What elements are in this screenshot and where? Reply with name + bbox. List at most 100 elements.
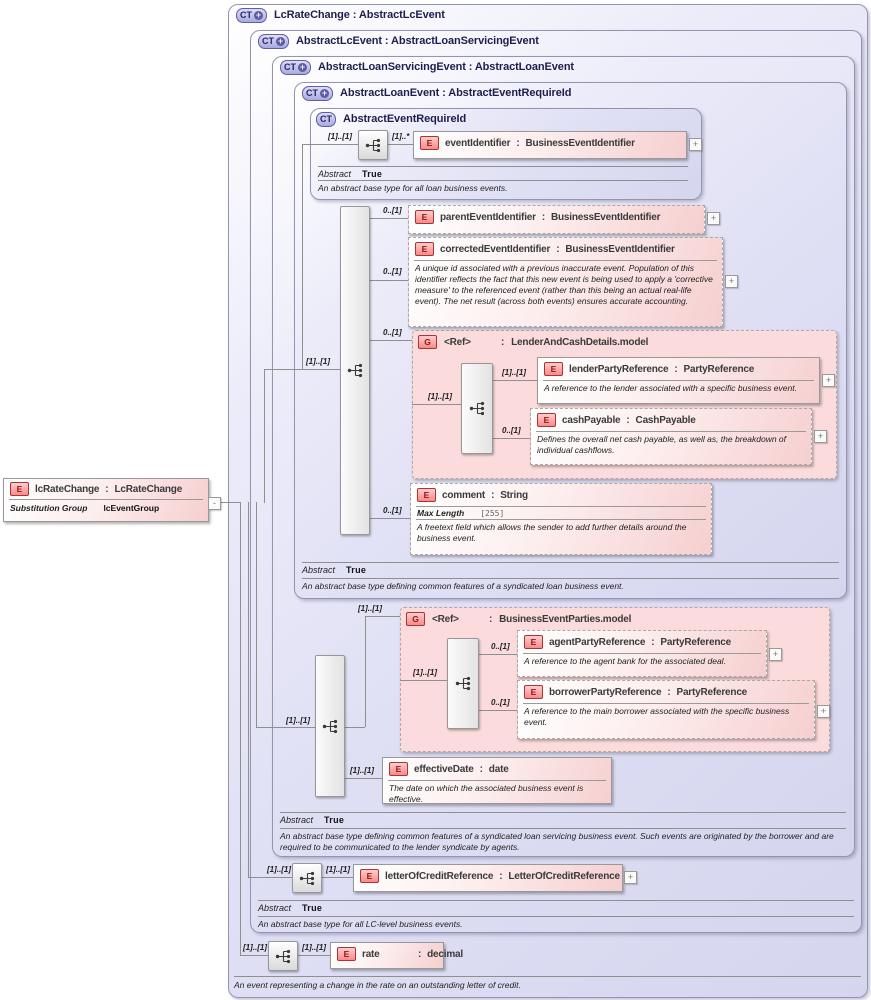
element-badge-icon: E: [420, 136, 439, 150]
element-type: PartyReference: [676, 686, 748, 698]
cardinality-label: 0..[1]: [491, 642, 510, 651]
group-header-LenderAndCashDetails: G <Ref> : LenderAndCashDetails.model: [418, 334, 648, 350]
divider: [523, 653, 761, 654]
element-badge-icon: E: [544, 362, 563, 376]
complextype-badge-icon: CT+: [258, 33, 289, 49]
element-type: decimal: [427, 948, 463, 960]
connector-line: [343, 778, 382, 779]
expand-button[interactable]: +: [769, 648, 782, 661]
element-doc: A reference to the agent bank for the as…: [524, 656, 726, 666]
connector-line: [240, 502, 241, 956]
element-name: comment: [442, 489, 486, 501]
complextype-badge-icon: CT+: [280, 59, 311, 75]
colon-separator: :: [479, 763, 483, 775]
divider: [234, 976, 861, 977]
group-badge-icon: G: [418, 335, 437, 349]
complextype-title: LcRateChange : AbstractLcEvent: [274, 9, 445, 21]
complextype-title: AbstractLoanServicingEvent : AbstractLoa…: [318, 61, 574, 73]
cardinality-label: [1]..[1]: [428, 392, 452, 401]
group-type: BusinessEventParties.model: [499, 613, 632, 625]
connector-line: [491, 380, 537, 381]
expand-button[interactable]: +: [817, 705, 830, 718]
expand-button[interactable]: +: [707, 212, 720, 225]
cardinality-label: 0..[1]: [491, 698, 510, 707]
divider: [414, 260, 717, 261]
element-doc: The date on which the associated busines…: [389, 783, 584, 804]
connector-line: [412, 404, 461, 405]
plus-circle-icon: +: [320, 87, 329, 98]
element-doc: A unique id associated with a previous i…: [415, 263, 713, 306]
divider: [318, 180, 688, 181]
expand-button[interactable]: +: [725, 275, 738, 288]
complextype-title: AbstractLoanEvent : AbstractEventRequire…: [340, 87, 572, 99]
expand-button[interactable]: +: [689, 138, 702, 151]
expand-button[interactable]: +: [624, 871, 637, 884]
connector-line: [477, 654, 517, 655]
cardinality-label: [1]..[1]: [326, 865, 350, 874]
element-badge-icon: E: [389, 762, 408, 776]
substitution-group-value: lcEventGroup: [103, 503, 160, 513]
element-type: PartyReference: [660, 636, 731, 648]
colon-separator: :: [501, 336, 505, 348]
colon-separator: :: [651, 636, 655, 648]
plus-circle-icon: +: [254, 9, 263, 20]
colon-separator: :: [541, 211, 545, 223]
sequence-icon: [315, 655, 345, 797]
abstract-value: True: [302, 903, 323, 913]
divider: [258, 916, 854, 917]
expand-button[interactable]: +: [814, 430, 827, 443]
colon-separator: :: [516, 137, 520, 149]
plus-circle-icon: +: [298, 61, 307, 72]
element-name: parentEventIdentifier: [440, 211, 536, 223]
element-doc: A reference to the lender associated wit…: [544, 383, 797, 393]
divider: [280, 828, 846, 829]
divider: [523, 703, 809, 704]
cardinality-label: 0..[1]: [383, 206, 402, 215]
element-badge-icon: E: [360, 869, 379, 883]
divider: [280, 812, 846, 813]
connector-line: [240, 955, 268, 956]
cardinality-label: [1]..[1]: [358, 604, 382, 613]
connector-line: [248, 502, 249, 878]
element-name: effectiveDate: [414, 763, 474, 775]
divider: [9, 499, 203, 500]
connector-line: [248, 877, 292, 878]
element-name: agentPartyReference: [549, 636, 646, 648]
element-badge-icon: E: [337, 947, 356, 961]
abstract-label: Abstract: [258, 903, 292, 913]
connector-line: [264, 369, 265, 503]
element-badge-icon: E: [417, 488, 436, 502]
facet-value: [255]: [480, 509, 505, 518]
collapse-button[interactable]: -: [208, 497, 221, 510]
complextype-title: AbstractLcEvent : AbstractLoanServicingE…: [296, 35, 539, 47]
type-doc: An abstract base type for all loan busin…: [318, 183, 508, 193]
abstract-value: True: [324, 815, 345, 825]
element-type: PartyReference: [683, 363, 755, 375]
connector-line: [302, 144, 358, 145]
connector-line: [320, 877, 353, 878]
cardinality-label: [1]..[1]: [306, 357, 330, 366]
colon-separator: :: [489, 613, 493, 625]
expand-button[interactable]: +: [822, 374, 835, 387]
cardinality-label: [1]..[1]: [286, 716, 310, 725]
group-badge-icon: G: [406, 612, 425, 626]
cardinality-label: 0..[1]: [383, 506, 402, 515]
abstract-label: Abstract: [280, 815, 314, 825]
connector-line: [256, 502, 257, 728]
header-AbstractLoanEvent: CT+ AbstractLoanEvent : AbstractEventReq…: [302, 85, 571, 101]
group-header-BusinessEventParties: G <Ref> : BusinessEventParties.model: [406, 611, 631, 627]
plus-circle-icon: +: [276, 35, 285, 46]
complextype-badge-icon: CT+: [302, 85, 333, 101]
type-doc: An abstract base type defining common fe…: [302, 581, 624, 591]
abstract-label: Abstract: [318, 169, 352, 179]
ct-badge-label: CT: [262, 36, 274, 46]
cardinality-label: [1]..[1]: [243, 943, 267, 952]
